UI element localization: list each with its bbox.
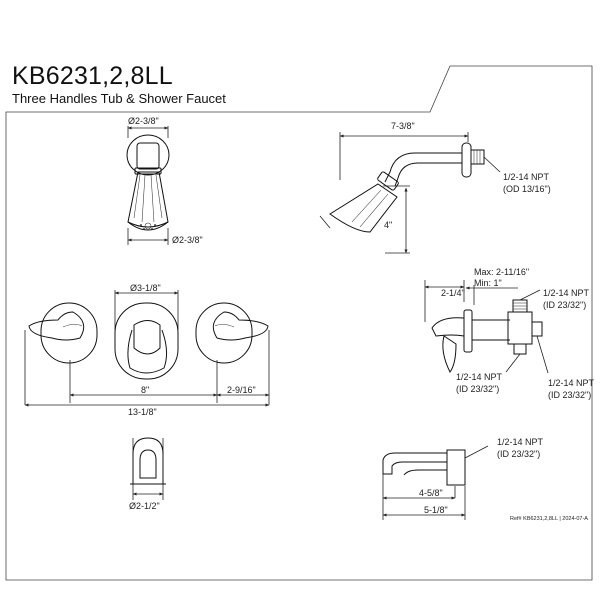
dim-valve-bottom-npt: 1/2-14 NPT [456,372,503,382]
dim-valve-side-npt: 1/2-14 NPT [548,378,595,388]
dim-handle-overall: 13-1/8" [128,407,157,417]
dim-handle-right: 2-9/16" [227,385,256,395]
dim-handle-escutcheon: Ø3-1/8" [130,283,161,293]
dim-handle-spacing: 8" [141,385,149,395]
dim-arm-npt: 1/2-14 NPT [503,172,550,182]
dim-arm-length: 7-3/8" [391,121,415,131]
dim-valve-bottom-id: (ID 23/32") [456,384,499,394]
dim-showerhead-top: Ø2-3/8" [128,116,159,126]
dim-spout-short: 4-5/8" [419,488,443,498]
dim-showerhead-bottom: Ø2-3/8" [172,235,203,245]
handles-front-view [24,290,270,407]
valve-side-view [424,280,549,374]
dim-valve-max: Max: 2-11/16" [474,267,529,277]
dim-arm-drop: 4" [384,220,392,230]
spout-side-view [382,445,489,520]
spout-front-view [130,437,166,500]
showerhead-front-view [126,126,170,245]
dim-spout-face: Ø2-1/2" [129,501,160,511]
model-title: KB6231,2,8LL [12,62,173,90]
dim-spout-long: 5-1/8" [424,505,448,515]
shower-arm-side-view [319,132,501,254]
reference-number: Ref# KB6231,2,8LL | 2024-07-A [510,516,588,522]
drawing-frame [5,65,593,581]
dim-valve-top-id: (ID 23/32") [543,300,586,310]
dim-spout-id: (ID 23/32") [497,449,540,459]
product-subtitle: Three Handles Tub & Shower Faucet [12,91,226,106]
dim-valve-top-npt: 1/2-14 NPT [543,288,590,298]
dim-valve-min: Min: 1" [474,278,502,288]
dim-valve-side-id: (ID 23/32") [548,390,591,400]
dim-spout-npt: 1/2-14 NPT [497,437,544,447]
dim-arm-od: (OD 13/16") [503,184,551,194]
dim-valve-depth: 2-1/4" [441,288,465,298]
